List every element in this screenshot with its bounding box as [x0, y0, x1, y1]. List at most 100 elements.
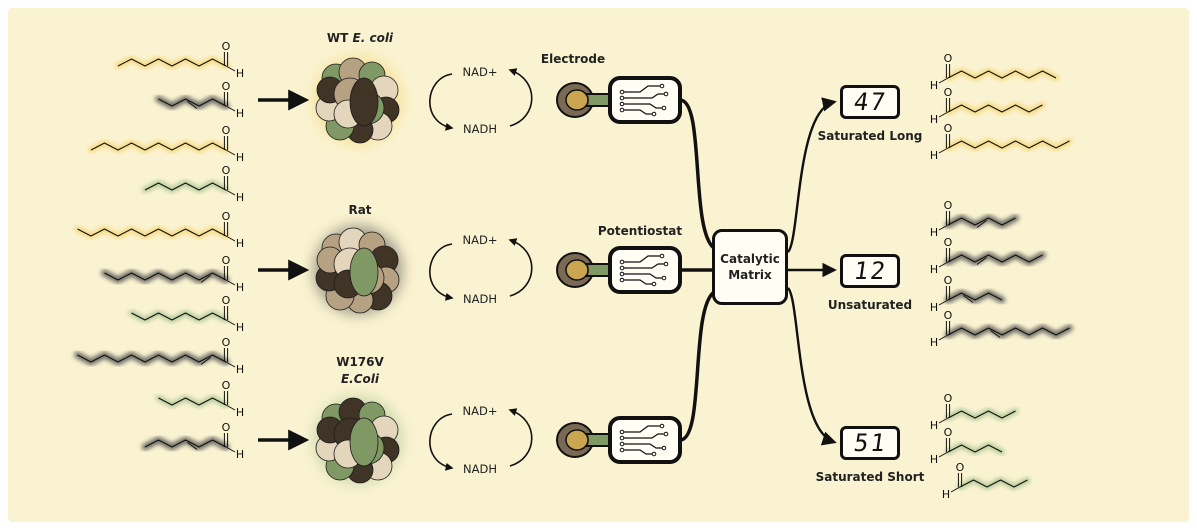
protein-w176v-ecoli	[314, 396, 402, 484]
hydrogen-atom-label: H	[930, 301, 938, 314]
enzyme-label-wt: WT	[326, 31, 349, 45]
readout-value-saturated-long: 47	[851, 88, 889, 116]
hydrogen-atom-label: H	[236, 151, 244, 164]
hydrogen-atom-label: H	[236, 363, 244, 376]
substrate-aldehyde-8: OH	[74, 336, 244, 376]
product-aldehyde-7: OH	[930, 309, 1073, 349]
cycle-arrow-icon	[429, 238, 533, 301]
electrode-icon	[556, 422, 611, 458]
electrode-icon	[556, 252, 611, 288]
hydrogen-atom-label: H	[236, 191, 244, 204]
oxygen-atom-label: O	[222, 40, 231, 53]
output-label-unsaturated: Unsaturated	[827, 298, 913, 312]
oxygen-atom-label: O	[944, 236, 953, 249]
cycle-arrow-icon	[429, 68, 533, 131]
catalytic-matrix-line1: Catalytic	[720, 252, 780, 266]
oxygen-atom-label: O	[222, 210, 231, 223]
substrate-aldehyde-3: OH	[88, 124, 244, 164]
hydrogen-atom-label: H	[236, 107, 244, 120]
oxygen-atom-label: O	[944, 52, 953, 65]
circuit-chip-icon	[608, 246, 682, 294]
hydrogen-atom-label: H	[236, 406, 244, 419]
oxygen-atom-label: O	[944, 199, 953, 212]
hydrogen-atom-label: H	[930, 453, 938, 466]
enzyme-label-wt-ecoli: WT E. coli	[310, 31, 410, 45]
catalytic-matrix-line2: Matrix	[728, 268, 772, 282]
hydrogen-atom-label: H	[236, 237, 244, 250]
cofactor-nadh-3: NADH	[463, 462, 497, 476]
circuit-chip-icon	[608, 76, 682, 124]
product-aldehyde-10: OH	[942, 461, 1031, 501]
hydrogen-atom-label: H	[930, 149, 938, 162]
product-aldehyde-3: OH	[930, 122, 1073, 162]
substrate-aldehyde-1: OH	[115, 40, 244, 80]
output-label-saturated-long: Saturated Long	[817, 129, 923, 143]
substrate-aldehyde-9: OH	[155, 379, 244, 419]
hydrogen-atom-label: H	[930, 419, 938, 432]
oxygen-atom-label: O	[222, 124, 231, 137]
hydrogen-atom-label: H	[236, 321, 244, 334]
product-aldehyde-5: OH	[930, 236, 1046, 276]
protein-wt-ecoli	[314, 56, 402, 144]
potentiostat-label: Potentiostat	[597, 224, 683, 238]
substrate-aldehyde-10: OH	[141, 421, 244, 461]
hydrogen-atom-label: H	[236, 448, 244, 461]
oxygen-atom-label: O	[222, 294, 231, 307]
enzyme-label-w176v-species: E.Coli	[340, 372, 380, 386]
electrode-icon	[556, 82, 611, 118]
electrode-label: Electrode	[540, 52, 606, 66]
oxygen-atom-label: O	[222, 254, 231, 267]
wire-connections	[679, 98, 716, 442]
product-aldehyde-2: OH	[930, 86, 1046, 126]
substrate-aldehyde-4: OH	[142, 164, 244, 204]
oxygen-atom-label: O	[222, 421, 231, 434]
hydrogen-atom-label: H	[236, 281, 244, 294]
cofactor-nad-plus-2: NAD+	[462, 233, 498, 247]
hydrogen-atom-label: H	[942, 488, 950, 501]
hydrogen-atom-label: H	[930, 226, 938, 239]
hydrogen-atom-label: H	[930, 336, 938, 349]
oxygen-atom-label: O	[222, 336, 231, 349]
readout-value-saturated-short: 51	[851, 429, 889, 457]
hydrogen-atom-label: H	[930, 79, 938, 92]
output-arrows	[786, 97, 837, 446]
oxygen-atom-label: O	[944, 426, 953, 439]
oxygen-atom-label: O	[944, 86, 953, 99]
enzyme-label-wt-species: E. coli	[352, 31, 394, 45]
substrate-aldehyde-2: OH	[155, 80, 244, 120]
cofactor-nadh-2: NADH	[463, 292, 497, 306]
hydrogen-atom-label: H	[930, 263, 938, 276]
product-aldehyde-4: OH	[930, 199, 1019, 239]
oxygen-atom-label: O	[944, 122, 953, 135]
substrate-aldehyde-6: OH	[101, 254, 244, 294]
oxygen-atom-label: O	[944, 309, 953, 322]
readout-value-unsaturated: 12	[851, 257, 889, 285]
substrate-aldehyde-7: OH	[128, 294, 244, 334]
circuit-chip-icon	[608, 416, 682, 464]
catalytic-matrix-box: Catalytic Matrix	[712, 229, 788, 305]
readout-saturated-long: 47	[840, 85, 900, 119]
oxygen-atom-label: O	[222, 80, 231, 93]
oxygen-atom-label: O	[222, 164, 231, 177]
cycle-arrow-icon	[429, 408, 533, 471]
output-label-saturated-short: Saturated Short	[815, 470, 925, 484]
readout-unsaturated: 12	[840, 254, 900, 288]
substrate-aldehyde-5: OH	[74, 210, 244, 250]
readout-saturated-short: 51	[840, 426, 900, 460]
product-aldehyde-8: OH	[930, 392, 1019, 432]
cofactor-nad-plus-1: NAD+	[462, 65, 498, 79]
hydrogen-atom-label: H	[236, 67, 244, 80]
oxygen-atom-label: O	[956, 461, 965, 474]
enzyme-label-rat: Rat	[348, 203, 372, 217]
enzyme-label-w176v: W176V	[336, 355, 384, 369]
product-aldehyde-1: OH	[930, 52, 1059, 92]
product-aldehyde-9: OH	[930, 426, 1005, 466]
product-aldehyde-6: OH	[930, 274, 1006, 314]
cofactor-nad-plus-3: NAD+	[462, 404, 498, 418]
protein-rat	[314, 226, 402, 314]
oxygen-atom-label: O	[944, 392, 953, 405]
oxygen-atom-label: O	[222, 379, 231, 392]
hydrogen-atom-label: H	[930, 113, 938, 126]
